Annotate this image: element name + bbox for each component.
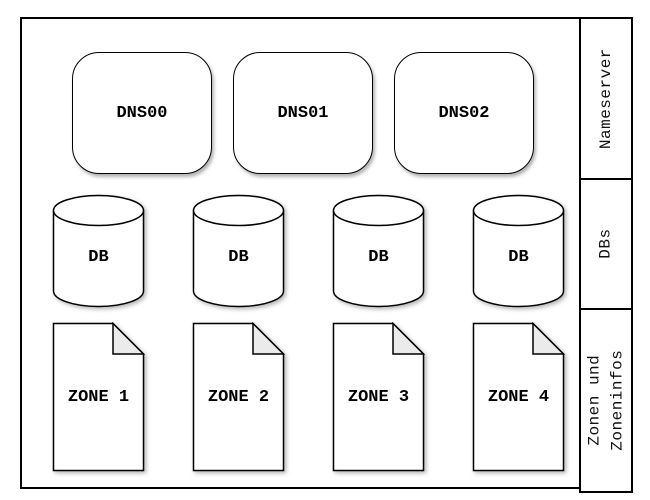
database-node-db3: DB xyxy=(332,200,425,314)
zone-node-label: ZONE 3 xyxy=(347,387,410,407)
nameserver-node-label: DNS00 xyxy=(116,103,168,123)
database-node-label: DB xyxy=(228,247,249,267)
database-cylinder-icon xyxy=(472,194,565,308)
nameserver-node-label: DNS02 xyxy=(438,103,490,123)
legend-sidebar: Nameserver DBs Zonen und Zoneninfos xyxy=(579,17,633,493)
zone-node-label: ZONE 2 xyxy=(207,387,270,407)
database-node-label: DB xyxy=(88,247,109,267)
zone-file-icon xyxy=(332,322,425,472)
database-node-db4: DB xyxy=(472,200,565,314)
zone-node-zone2: ZONE 2 xyxy=(192,322,285,472)
nameserver-node-dns00: DNS00 xyxy=(72,52,212,174)
diagram-frame: DNS00 DNS01 DNS02 DB DB DB xyxy=(20,17,581,489)
zone-node-label: ZONE 4 xyxy=(487,387,550,407)
legend-label-nameserver: Nameserver xyxy=(596,47,615,150)
database-cylinder-icon xyxy=(332,194,425,308)
database-cylinder-icon xyxy=(52,194,145,308)
zone-file-icon xyxy=(52,322,145,472)
database-node-db2: DB xyxy=(192,200,285,314)
legend-section-zones: Zonen und Zoneninfos xyxy=(581,310,631,491)
legend-section-dbs: DBs xyxy=(581,180,631,310)
zone-node-zone1: ZONE 1 xyxy=(52,322,145,472)
nameserver-node-dns02: DNS02 xyxy=(394,52,534,174)
zone-file-icon xyxy=(472,322,565,472)
legend-section-nameserver: Nameserver xyxy=(581,19,631,180)
zone-file-icon xyxy=(192,322,285,472)
database-node-label: DB xyxy=(368,247,389,267)
nameserver-node-dns01: DNS01 xyxy=(233,52,373,174)
database-node-db1: DB xyxy=(52,200,145,314)
zone-node-label: ZONE 1 xyxy=(67,387,130,407)
zone-node-zone4: ZONE 4 xyxy=(472,322,565,472)
zone-node-zone3: ZONE 3 xyxy=(332,322,425,472)
nameserver-node-label: DNS01 xyxy=(277,103,329,123)
legend-label-zones: Zonen und Zoneninfos xyxy=(584,349,627,452)
legend-label-dbs: DBs xyxy=(596,228,615,260)
database-cylinder-icon xyxy=(192,194,285,308)
database-node-label: DB xyxy=(508,247,529,267)
